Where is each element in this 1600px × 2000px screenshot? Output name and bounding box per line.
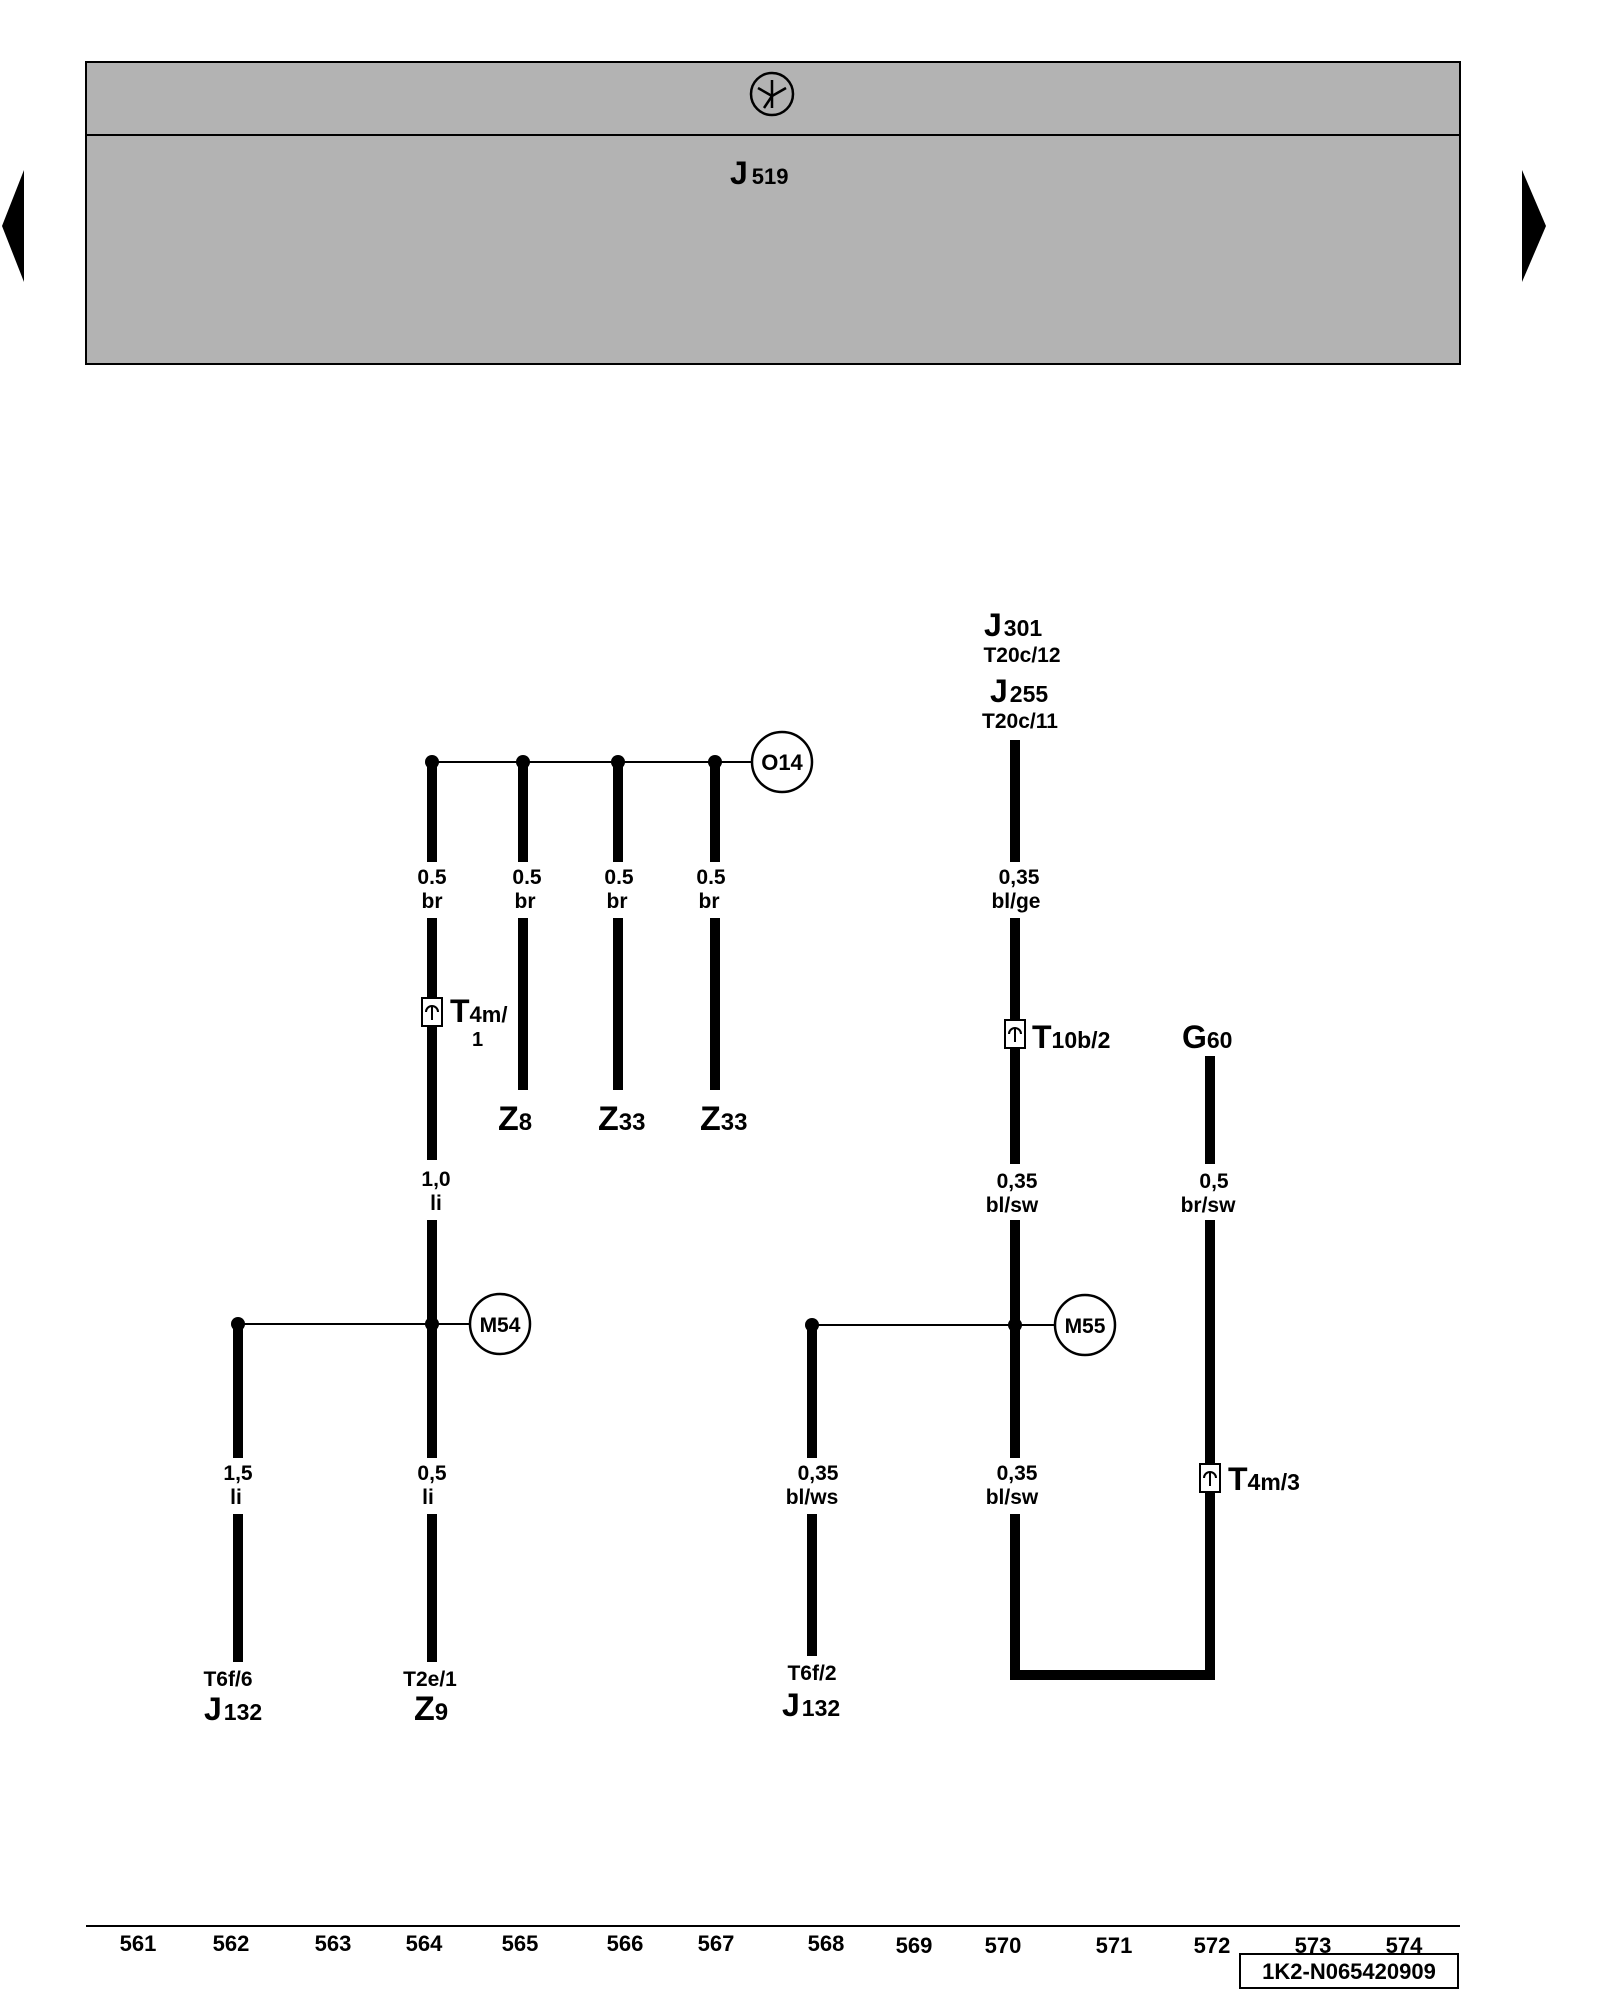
- wire-color-label: br: [422, 890, 443, 913]
- wire-size-label: 0,35: [997, 1170, 1038, 1193]
- footer-column-number: 564: [406, 1931, 443, 1956]
- j132-label: J132: [204, 1691, 262, 1727]
- j255-label: J255: [990, 673, 1048, 709]
- g60-label: G60: [1182, 1019, 1232, 1055]
- z33-label: Z33: [598, 1100, 645, 1138]
- wire-size-label: 0,35: [997, 1462, 1038, 1485]
- connector-m54: [468, 1292, 532, 1356]
- footer-column-number: 568: [808, 1931, 845, 1956]
- t20c12-label: T20c/12: [983, 644, 1060, 667]
- wire-color-label: br/sw: [1181, 1194, 1237, 1217]
- footer-column-number: 563: [315, 1931, 352, 1956]
- t2e1-label: T2e/1: [403, 1668, 457, 1691]
- wire-size-label: 1,0: [421, 1168, 450, 1191]
- connector-o14: [750, 730, 814, 794]
- z33-label: Z33: [700, 1100, 747, 1138]
- t6f6-label: T6f/6: [203, 1668, 252, 1691]
- o14-label: O14: [761, 750, 803, 775]
- wire-size-label: 0.5: [604, 866, 634, 889]
- t20c11-label: T20c/11: [982, 710, 1058, 733]
- wire-color-label: bl/sw: [986, 1194, 1039, 1217]
- wire-size-label: 0.5: [512, 866, 542, 889]
- footer-column-number: 570: [985, 1933, 1022, 1958]
- footer-column-number: 567: [698, 1931, 735, 1956]
- wire-size-label: 0.5: [696, 866, 726, 889]
- connector-pin-icon: [421, 997, 443, 1027]
- connector-pin-icon: [1004, 1019, 1026, 1049]
- ground-symbol-icon: [749, 71, 795, 117]
- wire-size-label: 0.5: [417, 866, 447, 889]
- header-band: [85, 61, 1461, 365]
- footer-column-number: 565: [502, 1931, 539, 1956]
- z9-label: Z9: [414, 1690, 448, 1728]
- footer-column-number: 566: [607, 1931, 644, 1956]
- wire-color-label: br: [607, 890, 628, 913]
- wire-color-label: bl/ge: [991, 890, 1040, 913]
- wire-size-label: 0,5: [417, 1462, 447, 1485]
- j301-label: J301: [984, 607, 1042, 643]
- m54-label: M54: [480, 1314, 521, 1337]
- wire-color-label: li: [422, 1486, 434, 1509]
- t4m1-pin: 1: [472, 1029, 483, 1051]
- wire-color-label: li: [430, 1192, 442, 1215]
- wire-color-label: bl/ws: [786, 1486, 839, 1509]
- wire-color-label: li: [230, 1486, 242, 1509]
- footer-column-number: 571: [1096, 1933, 1133, 1958]
- t4m1-label: T4m/: [450, 993, 507, 1029]
- footer-code: 1K2-N065420909: [1262, 1959, 1436, 1984]
- z8-label: Z8: [498, 1100, 532, 1138]
- wire-color-label: br: [515, 890, 536, 913]
- t6f2-label: T6f/2: [787, 1662, 836, 1685]
- t10b2-label: T10b/2: [1032, 1019, 1110, 1055]
- wire-size-label: 0,35: [999, 866, 1040, 889]
- triangle-right-icon[interactable]: [1522, 170, 1546, 282]
- wire-color-label: bl/sw: [986, 1486, 1039, 1509]
- footer-column-number: 562: [213, 1931, 250, 1956]
- connector-m55: [1053, 1293, 1117, 1357]
- j132-label: J132: [782, 1687, 840, 1723]
- t4m3-label: T4m/3: [1228, 1461, 1300, 1497]
- m55-label: M55: [1065, 1315, 1106, 1338]
- wire-size-label: 0,35: [798, 1462, 839, 1485]
- footer-column-number: 561: [120, 1931, 157, 1956]
- wire-color-label: br: [699, 890, 720, 913]
- footer-column-number: 572: [1194, 1933, 1231, 1958]
- junction-dot: [1008, 1318, 1022, 1332]
- wire-size-label: 0,5: [1199, 1170, 1229, 1193]
- footer-code-box: [1239, 1953, 1459, 1989]
- wire-size-label: 1,5: [223, 1462, 253, 1485]
- wire-loop: [1010, 1512, 1215, 1680]
- triangle-left-icon[interactable]: [2, 170, 24, 282]
- footer-column-number: 569: [896, 1933, 933, 1958]
- connector-pin-icon: [1199, 1463, 1221, 1493]
